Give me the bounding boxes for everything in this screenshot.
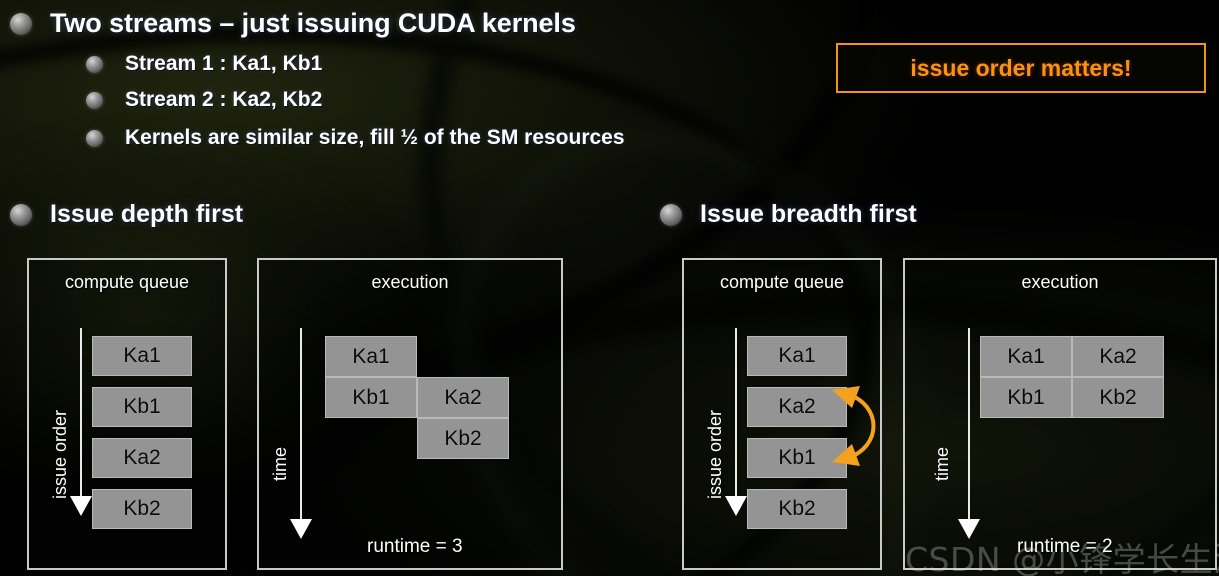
execution-block: Kb2 — [1072, 377, 1164, 418]
sphere-bullet-icon — [86, 129, 103, 147]
issue-order-axis — [724, 328, 748, 518]
section-heading-depth-first: Issue depth first — [10, 200, 243, 229]
sphere-bullet-icon — [86, 55, 103, 73]
panel-title: execution — [371, 272, 449, 292]
sphere-bullet-icon — [10, 203, 32, 226]
left-compute-queue-panel: compute queue issue order Ka1 Kb1 Ka2 Kb… — [27, 258, 227, 570]
execution-block: Ka1 — [980, 336, 1072, 377]
runtime-label: runtime = 3 — [367, 536, 463, 557]
sub-bullet-row: Kernels are similar size, fill ½ of the … — [86, 126, 625, 150]
queue-item: Kb2 — [747, 489, 847, 529]
execution-block: Kb2 — [417, 418, 509, 459]
time-axis — [957, 328, 981, 543]
queue-item: Ka2 — [92, 438, 192, 478]
panel-title: compute queue — [64, 272, 190, 292]
section-heading-label: Issue depth first — [50, 200, 244, 228]
page-title: Two streams – just issuing CUDA kernels — [50, 8, 576, 38]
execution-block: Kb1 — [325, 377, 417, 418]
execution-block: Kb1 — [980, 377, 1072, 418]
callout-label: issue order matters! — [910, 54, 1132, 81]
queue-item: Ka2 — [747, 387, 847, 427]
section-heading-breadth-first: Issue breadth first — [660, 200, 917, 229]
issue-order-axis — [69, 328, 93, 518]
panel-title: compute queue — [719, 272, 845, 292]
queue-item: Ka1 — [92, 336, 192, 376]
time-axis-label: time — [270, 446, 290, 481]
runtime-label: runtime = 2 — [1017, 536, 1113, 557]
left-execution-panel: execution time Ka1 Kb1 Ka2 Kb2 runtime =… — [257, 258, 563, 570]
slide-title-row: Two streams – just issuing CUDA kernels — [10, 8, 576, 39]
time-axis — [289, 328, 313, 543]
queue-item: Ka1 — [747, 336, 847, 376]
execution-block: Ka2 — [1072, 336, 1164, 377]
sub-bullet-row: Stream 1 : Ka1, Kb1 — [86, 52, 322, 76]
queue-item: Kb2 — [92, 489, 192, 529]
sphere-bullet-icon — [86, 91, 103, 109]
sub-bullet-label: Stream 1 : Ka1, Kb1 — [125, 52, 323, 75]
queue-item: Kb1 — [747, 438, 847, 478]
sub-bullet-label: Stream 2 : Ka2, Kb2 — [125, 88, 323, 111]
issue-order-callout: issue order matters! — [836, 43, 1206, 93]
sub-bullet-row: Stream 2 : Ka2, Kb2 — [86, 88, 322, 112]
execution-block: Ka1 — [325, 336, 417, 377]
sphere-bullet-icon — [660, 203, 682, 226]
right-execution-panel: execution time Ka1 Ka2 Kb1 Kb2 runtime =… — [903, 258, 1217, 570]
sphere-bullet-icon — [10, 12, 32, 35]
section-heading-label: Issue breadth first — [700, 200, 917, 228]
issue-order-axis-label: issue order — [50, 409, 70, 499]
sub-bullet-label: Kernels are similar size, fill ½ of the … — [125, 126, 625, 149]
execution-block: Ka2 — [417, 377, 509, 418]
swap-double-arrow-icon — [832, 386, 876, 466]
issue-order-axis-label: issue order — [705, 409, 725, 499]
queue-item: Kb1 — [92, 387, 192, 427]
panel-title: execution — [1021, 272, 1099, 292]
right-compute-queue-panel: compute queue issue order Ka1 Ka2 Kb1 Kb… — [682, 258, 882, 570]
time-axis-label: time — [932, 446, 952, 481]
